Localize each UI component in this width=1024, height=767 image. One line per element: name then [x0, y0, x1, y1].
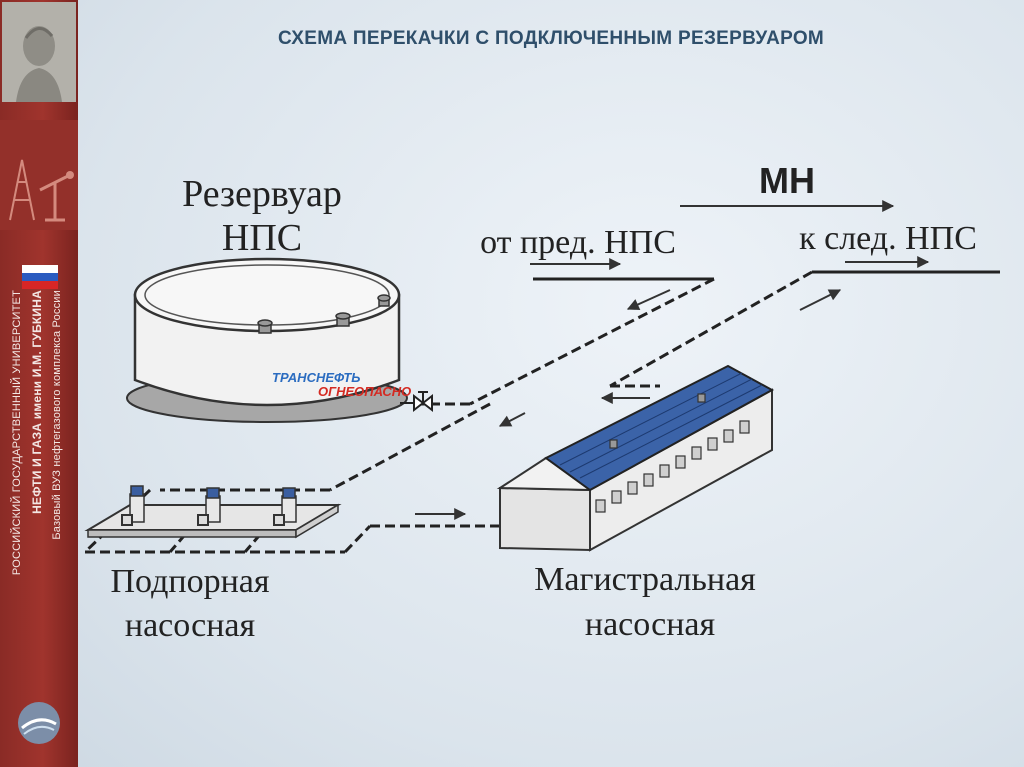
pump-icon [129, 485, 297, 523]
booster-pipe-stubs [121, 514, 285, 526]
tank-flow-arrow [498, 412, 526, 427]
slide-title: СХЕМА ПЕРЕКАЧКИ С ПОДКЛЮЧЕННЫМ РЕЗЕРВУАР… [277, 28, 825, 49]
booster-label-line1: Подпорная [111, 563, 270, 600]
main-pump-building [496, 364, 775, 552]
russia-flag-icon [22, 265, 58, 289]
tank-vent-icon [257, 294, 391, 334]
tank-label-line2: НПС [222, 217, 302, 259]
pumping-diagram: Резервуар НПС МН от пред. НПС к след. НП… [83, 160, 1000, 644]
tank: ТРАНСНЕФТЬ ОГНЕОПАСНО [126, 257, 411, 423]
inlet-pipeline [160, 277, 715, 492]
portrait-image [2, 2, 76, 102]
to-next-label: к след. НПС [799, 220, 977, 257]
university-line-1: РОССИЙСКИЙ ГОСУДАРСТВЕННЫЙ УНИВЕРСИТЕТ [11, 290, 23, 576]
tank-brand: ТРАНСНЕФТЬ [272, 370, 361, 385]
building-windows [595, 420, 750, 513]
slide: СХЕМА ПЕРЕКАЧКИ С ПОДКЛЮЧЕННЫМ РЕЗЕРВУАР… [78, 0, 1024, 767]
outlet-flow-arrow-2 [799, 289, 842, 311]
main-pump-label-line1: Магистральная [534, 561, 756, 598]
inlet-flow-arrow-2 [626, 289, 671, 311]
university-line-3: Базовый ВУЗ нефтегазового комплекса Росс… [51, 290, 63, 540]
oil-derrick-icon [0, 120, 78, 230]
booster-label-line2: насосная [125, 607, 256, 644]
university-line-2: НЕФТИ И ГАЗА имени И.М. ГУБКИНА [30, 290, 44, 514]
from-prev-label: от пред. НПС [480, 224, 676, 261]
sidebar: РОССИЙСКИЙ ГОСУДАРСТВЕННЫЙ УНИВЕРСИТЕТ Н… [0, 0, 78, 767]
university-logo-icon [18, 702, 60, 744]
tank-label-line1: Резервуар [182, 173, 342, 215]
roof-vent-icon [609, 393, 706, 449]
valve-icon [400, 391, 433, 413]
booster-pump-station [84, 485, 342, 539]
outlet-pipeline [609, 270, 1000, 388]
tank-warning: ОГНЕОПАСНО [318, 384, 411, 399]
mn-label: МН [759, 160, 815, 201]
university-name: РОССИЙСКИЙ ГОСУДАРСТВЕННЫЙ УНИВЕРСИТЕТ Н… [6, 290, 72, 690]
main-pump-label-line2: насосная [585, 606, 716, 643]
